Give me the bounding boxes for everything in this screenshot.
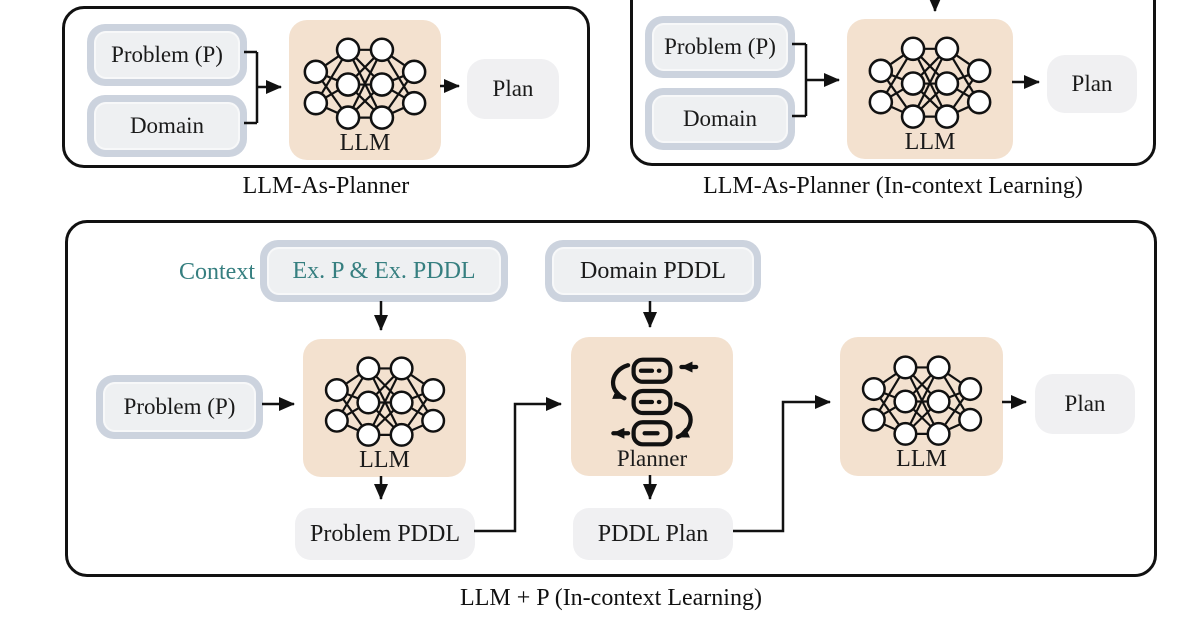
caption-llm-plus-p: LLM + P (In-context Learning) <box>460 585 762 611</box>
llm-box: LLM <box>847 19 1013 159</box>
llm-label: LLM <box>904 129 956 155</box>
problem-label: Problem (P) <box>664 34 776 59</box>
plan-box: Plan <box>467 59 559 119</box>
problem-box: Problem (P) <box>87 24 247 86</box>
llm-label: LLM <box>359 447 410 473</box>
planner-box: Planner <box>571 337 733 476</box>
plan-box: Plan <box>1047 55 1137 113</box>
neural-network-icon <box>849 350 995 448</box>
problem-pddl-label: Problem PDDL <box>310 520 460 547</box>
llm-box: LLM <box>289 20 441 160</box>
problem-label: Problem (P) <box>123 394 236 419</box>
llm-label: LLM <box>339 130 391 156</box>
planner-loop-icon <box>604 356 700 448</box>
planner-label: Planner <box>616 446 688 471</box>
problem-label: Problem (P) <box>111 42 223 67</box>
pddl-plan-label: PDDL Plan <box>597 520 709 547</box>
pddl-plan-box: PDDL Plan <box>573 508 733 560</box>
domain-box: Domain <box>87 95 247 157</box>
neural-network-icon <box>312 351 458 449</box>
plan-box: Plan <box>1035 374 1135 434</box>
domain-label: Domain <box>129 113 205 138</box>
plan-label: Plan <box>1071 71 1113 96</box>
context-label: Context <box>179 259 255 285</box>
panel-llm-as-planner: Problem (P) Domain LLM Plan <box>62 6 590 168</box>
example-context-box: Ex. P & Ex. PDDL <box>260 240 508 302</box>
panel-llm-plus-p: Context Ex. P & Ex. PDDL Domain PDDL Pro… <box>65 220 1157 577</box>
problem-box: Problem (P) <box>645 16 795 78</box>
plan-label: Plan <box>492 76 534 101</box>
domain-box: Domain <box>645 88 795 150</box>
llm-label: LLM <box>896 446 947 472</box>
caption-llm-as-planner: LLM-As-Planner <box>242 173 410 199</box>
llm-box-2: LLM <box>840 337 1003 476</box>
llm-box-1: LLM <box>303 339 466 477</box>
neural-network-icon <box>856 31 1004 131</box>
domain-label: Domain <box>682 106 758 131</box>
panel-llm-as-planner-icl: Problem (P) Domain LLM Plan <box>630 0 1156 166</box>
domain-pddl-label: Domain PDDL <box>580 257 726 284</box>
problem-pddl-box: Problem PDDL <box>295 508 475 560</box>
caption-llm-as-planner-icl: LLM-As-Planner (In-context Learning) <box>703 173 1083 199</box>
example-context-label: Ex. P & Ex. PDDL <box>292 257 476 284</box>
neural-network-icon <box>296 32 434 132</box>
plan-label: Plan <box>1064 391 1106 416</box>
problem-box: Problem (P) <box>96 375 263 439</box>
domain-pddl-box: Domain PDDL <box>545 240 761 302</box>
